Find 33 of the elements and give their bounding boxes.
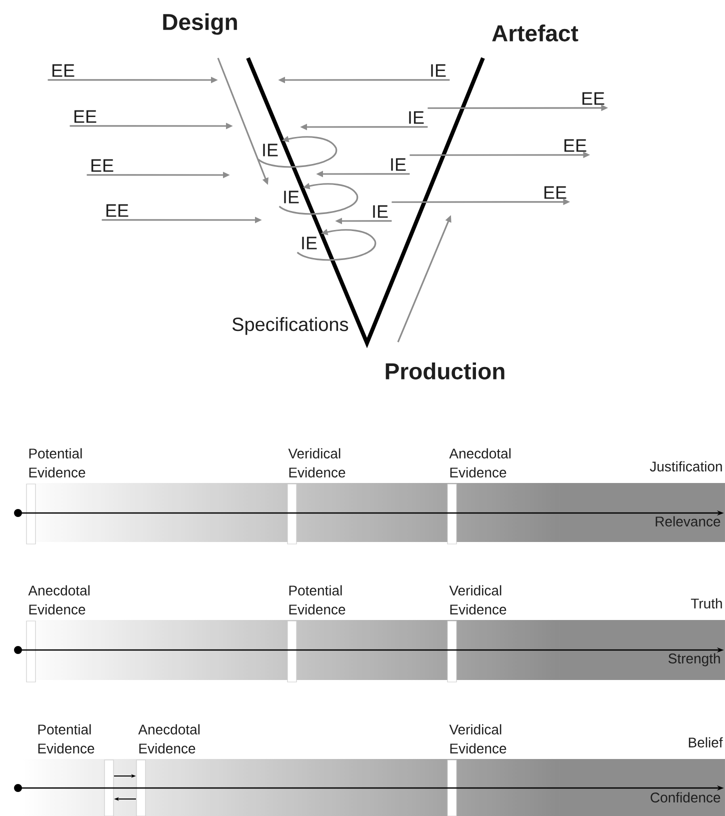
flow-label: EE xyxy=(564,139,586,152)
flow-label: EE xyxy=(582,92,604,105)
flow-label: IE xyxy=(409,111,424,124)
flow-label: IE xyxy=(373,205,388,218)
flow-label: EE xyxy=(91,159,114,172)
stage-label: Artefact xyxy=(492,24,578,42)
flow-label: EE xyxy=(74,110,96,123)
stage-label: Design xyxy=(163,13,237,35)
flow-label: IE xyxy=(263,144,278,156)
stage-label: Specifications xyxy=(232,317,348,335)
evidence-label: Anecdotal Evidence xyxy=(28,585,90,614)
evidence-label: Potential Evidence xyxy=(289,585,346,614)
scale-label: Confidence xyxy=(650,792,720,802)
stage-label: Production xyxy=(386,362,504,380)
scale-label: Belief xyxy=(688,737,723,748)
evidence-label: Veridical Evidence xyxy=(288,448,346,478)
evidence-label: Anecdotal Evidence xyxy=(449,448,511,478)
flow-label: IE xyxy=(431,64,446,77)
scale-label: Relevance xyxy=(656,516,720,526)
evidence-label: Potential Evidence xyxy=(29,448,86,478)
evidence-label: Potential Evidence xyxy=(38,724,94,754)
scale-label: Strength xyxy=(668,653,720,666)
scale-label: Truth xyxy=(690,598,722,608)
flow-label: IE xyxy=(391,158,406,171)
flow-label: EE xyxy=(52,64,74,77)
evidence-label: Anecdotal Evidence xyxy=(138,724,200,754)
evidence-label: Veridical Evidence xyxy=(449,724,506,754)
evidence-label: Veridical Evidence xyxy=(449,585,506,614)
scale-label: Justification xyxy=(650,461,722,472)
flow-label: IE xyxy=(302,236,317,250)
flow-label: EE xyxy=(106,204,128,217)
flow-label: IE xyxy=(284,190,299,204)
flow-label: EE xyxy=(544,186,566,199)
